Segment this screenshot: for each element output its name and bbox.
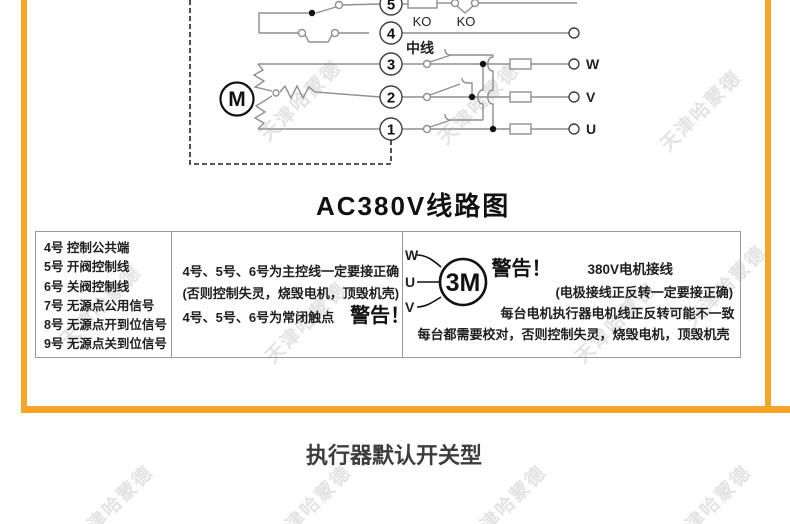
motor-3m-circle (439, 257, 488, 307)
terminal-list-item: 4号 控制公共端 (44, 241, 130, 255)
relay-ko-label-1: KO (413, 14, 432, 29)
phase-label-u: U (586, 121, 596, 137)
wiring-circuit-diagram: M KO KO 中线 (189, 0, 600, 165)
relay-ko-label-2: KO (457, 14, 476, 29)
motor-3m-label: 3M (446, 269, 481, 297)
line5-wiring (258, 0, 577, 33)
frame-bottom-bar (21, 406, 790, 413)
motor-phase-u-label: U (405, 274, 415, 290)
terminal-number: 2 (387, 90, 395, 107)
warning-text: 警告！ (491, 258, 552, 280)
terminal-list-item: 9号 无源点关到位信号 (44, 337, 167, 352)
terminal-number: 4 (387, 26, 396, 43)
main-control-note-column: 4号、5号、6号为主控线一定要接正确 (否则控制失灵，烧毁电机，顶毁机壳) 4号… (172, 232, 410, 357)
motor-wiring-note-column: W U V 3M 警告！ 380V电机接线 (电极接线正反转一定要接正确) 每台… (403, 232, 740, 357)
motor-phase-w-label: W (405, 247, 419, 263)
motor-circle (219, 81, 255, 117)
line4-wiring (259, 27, 580, 43)
phase-label-v: V (586, 89, 596, 105)
neutral-line-label: 中线 (406, 40, 434, 56)
motor-note-line: 380V电机接线 (587, 262, 673, 277)
three-phase-motor-symbol: W U V 3M (405, 247, 488, 315)
frame-left-bar (21, 0, 27, 413)
terminal-block: 5 4 3 2 1 (379, 0, 403, 141)
main-note-line: (否则控制失灵，烧毁电机，顶毁机壳) (182, 285, 400, 301)
motor-note-line: (电极接线正反转一定要接正确) (555, 285, 734, 300)
terminal-number: 1 (387, 122, 395, 139)
watermark: 天津哈蒙德 (666, 461, 756, 524)
motor-label: M (228, 88, 246, 111)
motor-note-line: 每台电机执行器电机线正反转可能不一致 (500, 306, 735, 321)
main-note-line3-text: 4号、5号、6号为常闭触点 (182, 309, 335, 325)
motor-note-line: 每台都需要校对，否则控制失灵，烧毁电机，顶毁机壳 (417, 327, 730, 342)
page-caption: 执行器默认开关型 (306, 443, 483, 468)
actuator-enclosure-dashed-box (189, 0, 392, 165)
terminal-list-item: 5号 开阀控制线 (44, 260, 130, 275)
watermark: 天津哈蒙德 (68, 461, 158, 524)
diagram-title: AC380V线路图 (316, 191, 511, 221)
terminal-number: 5 (387, 0, 395, 14)
terminal-list-item: 8号 无源点开到位信号 (44, 318, 167, 333)
main-note-line: 4号、5号、6号为主控线一定要接正确 (182, 263, 400, 279)
terminal-list-item: 6号 关阀控制线 (44, 279, 130, 294)
terminal-number: 3 (387, 57, 395, 74)
phase-switch-wiring (402, 48, 580, 135)
watermark: 天津哈蒙德 (656, 66, 746, 156)
motor-phase-v-label: V (405, 299, 415, 315)
warning-text: 警告！ (350, 304, 411, 327)
terminal-list-item: 7号 无源点公用信号 (44, 298, 155, 313)
phase-label-w: W (586, 56, 600, 72)
frame-right-bar (765, 0, 771, 413)
terminal-list-column: 4号 控制公共端 5号 开阀控制线 6号 关阀控制线 7号 无源点公用信号 8号… (36, 232, 173, 357)
motor-windings (252, 63, 381, 130)
wiring-info-table: 4号 控制公共端 5号 开阀控制线 6号 关阀控制线 7号 无源点公用信号 8号… (35, 231, 741, 358)
main-note-line: 4号、5号、6号为常闭触点警告！ (182, 305, 410, 329)
